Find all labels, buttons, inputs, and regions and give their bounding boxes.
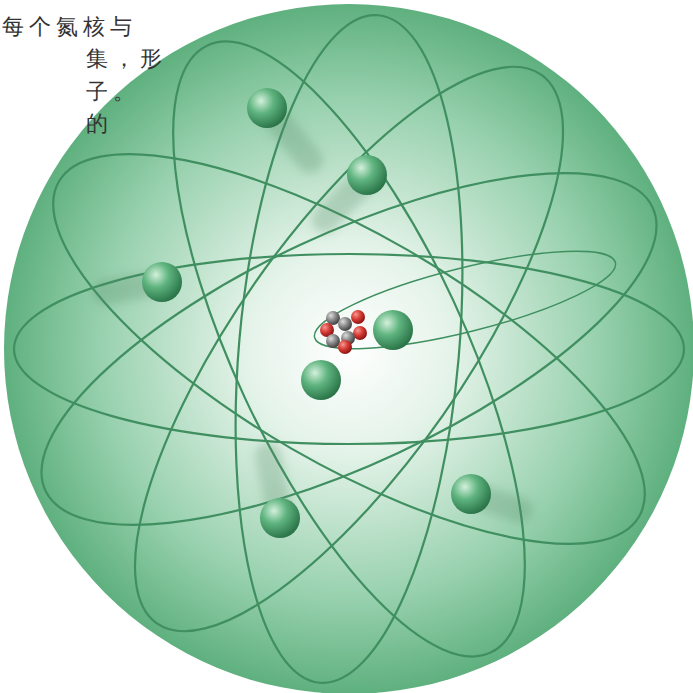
orbit: [103, 0, 595, 693]
text-fragment: 子。: [86, 79, 140, 105]
neutron: [326, 311, 340, 325]
motion-trails: [105, 118, 520, 510]
text-fragment: 的: [86, 111, 113, 137]
motion-trail: [275, 118, 310, 160]
electrons: [142, 88, 491, 538]
proton: [353, 326, 367, 340]
text-fragment: 每个氮核与: [2, 14, 137, 40]
orbit: [63, 9, 636, 690]
orbit: [210, 6, 488, 693]
electron: [247, 88, 287, 128]
inner-orbit: [307, 231, 623, 368]
electron: [301, 360, 341, 400]
text-fragment: 集，形: [86, 46, 167, 72]
orbit: [1, 82, 693, 616]
electron: [373, 310, 413, 350]
neutron: [338, 317, 352, 331]
electron: [260, 498, 300, 538]
motion-trail: [268, 455, 278, 505]
atom-sphere: [4, 4, 693, 693]
orbit: [14, 254, 684, 444]
orbit: [0, 103, 693, 595]
electron: [347, 155, 387, 195]
proton: [338, 340, 352, 354]
electron: [451, 474, 491, 514]
nucleus: [320, 310, 367, 354]
neutron: [326, 334, 340, 348]
proton: [351, 310, 365, 324]
electron: [142, 262, 182, 302]
